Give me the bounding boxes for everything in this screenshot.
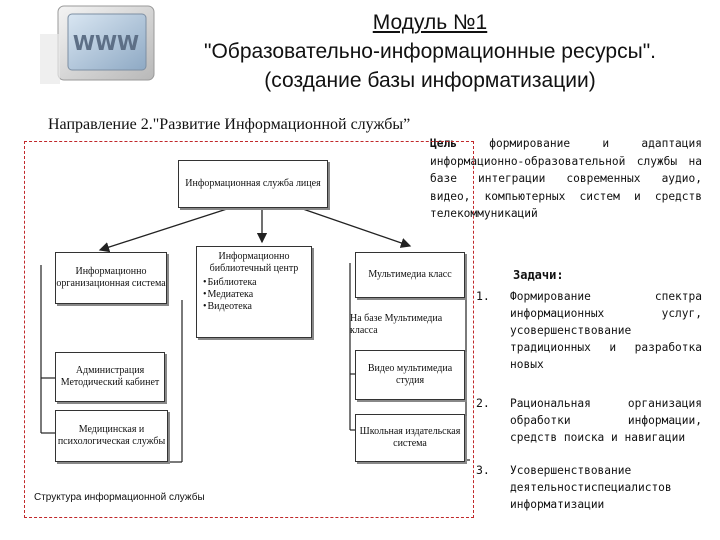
library-item: Видеотека bbox=[203, 301, 317, 313]
task-text: Усовершенствование деятельностиспециалис… bbox=[510, 462, 702, 513]
publishing-box: Школьная издательская система bbox=[355, 414, 465, 462]
library-list: Библиотека Медиатека Видеотека bbox=[197, 277, 317, 313]
task-text: Формирование спектра информационных услу… bbox=[510, 288, 702, 373]
medical-box: Медицинская и психологическая службы bbox=[55, 410, 168, 462]
root-box: Информационная служба лицея bbox=[178, 160, 328, 208]
tasks-title: Задачи: bbox=[513, 268, 564, 282]
base-label: На базе Мультимедиа класса bbox=[350, 313, 470, 337]
library-item: Библиотека bbox=[203, 277, 317, 289]
root-label: Информационная служба лицея bbox=[185, 178, 320, 190]
org-system-label: Информационно организационная система bbox=[56, 266, 166, 290]
library-box: Информационно библиотечный центр Библиот… bbox=[196, 246, 312, 338]
task-number: 3. bbox=[476, 463, 490, 477]
admin-label: Администрация Методический кабинет bbox=[56, 365, 164, 389]
task-number: 1. bbox=[476, 289, 490, 303]
admin-box: Администрация Методический кабинет bbox=[55, 352, 165, 402]
library-item: Медиатека bbox=[203, 289, 317, 301]
diagram-caption: Структура информационной службы bbox=[34, 492, 205, 503]
library-title: Информационно библиотечный центр bbox=[197, 251, 311, 275]
multimedia-label: Мультимедиа класс bbox=[368, 269, 451, 281]
multimedia-box: Мультимедиа класс bbox=[355, 252, 465, 298]
publishing-label: Школьная издательская система bbox=[356, 426, 464, 450]
task-number: 2. bbox=[476, 396, 490, 410]
video-studio-box: Видео мультимедиа студия bbox=[355, 350, 465, 400]
medical-label: Медицинская и психологическая службы bbox=[56, 424, 167, 448]
org-system-box: Информационно организационная система bbox=[55, 252, 167, 304]
task-text: Рациональная организация обработки инфор… bbox=[510, 395, 702, 446]
video-studio-label: Видео мультимедиа студия bbox=[356, 363, 464, 387]
